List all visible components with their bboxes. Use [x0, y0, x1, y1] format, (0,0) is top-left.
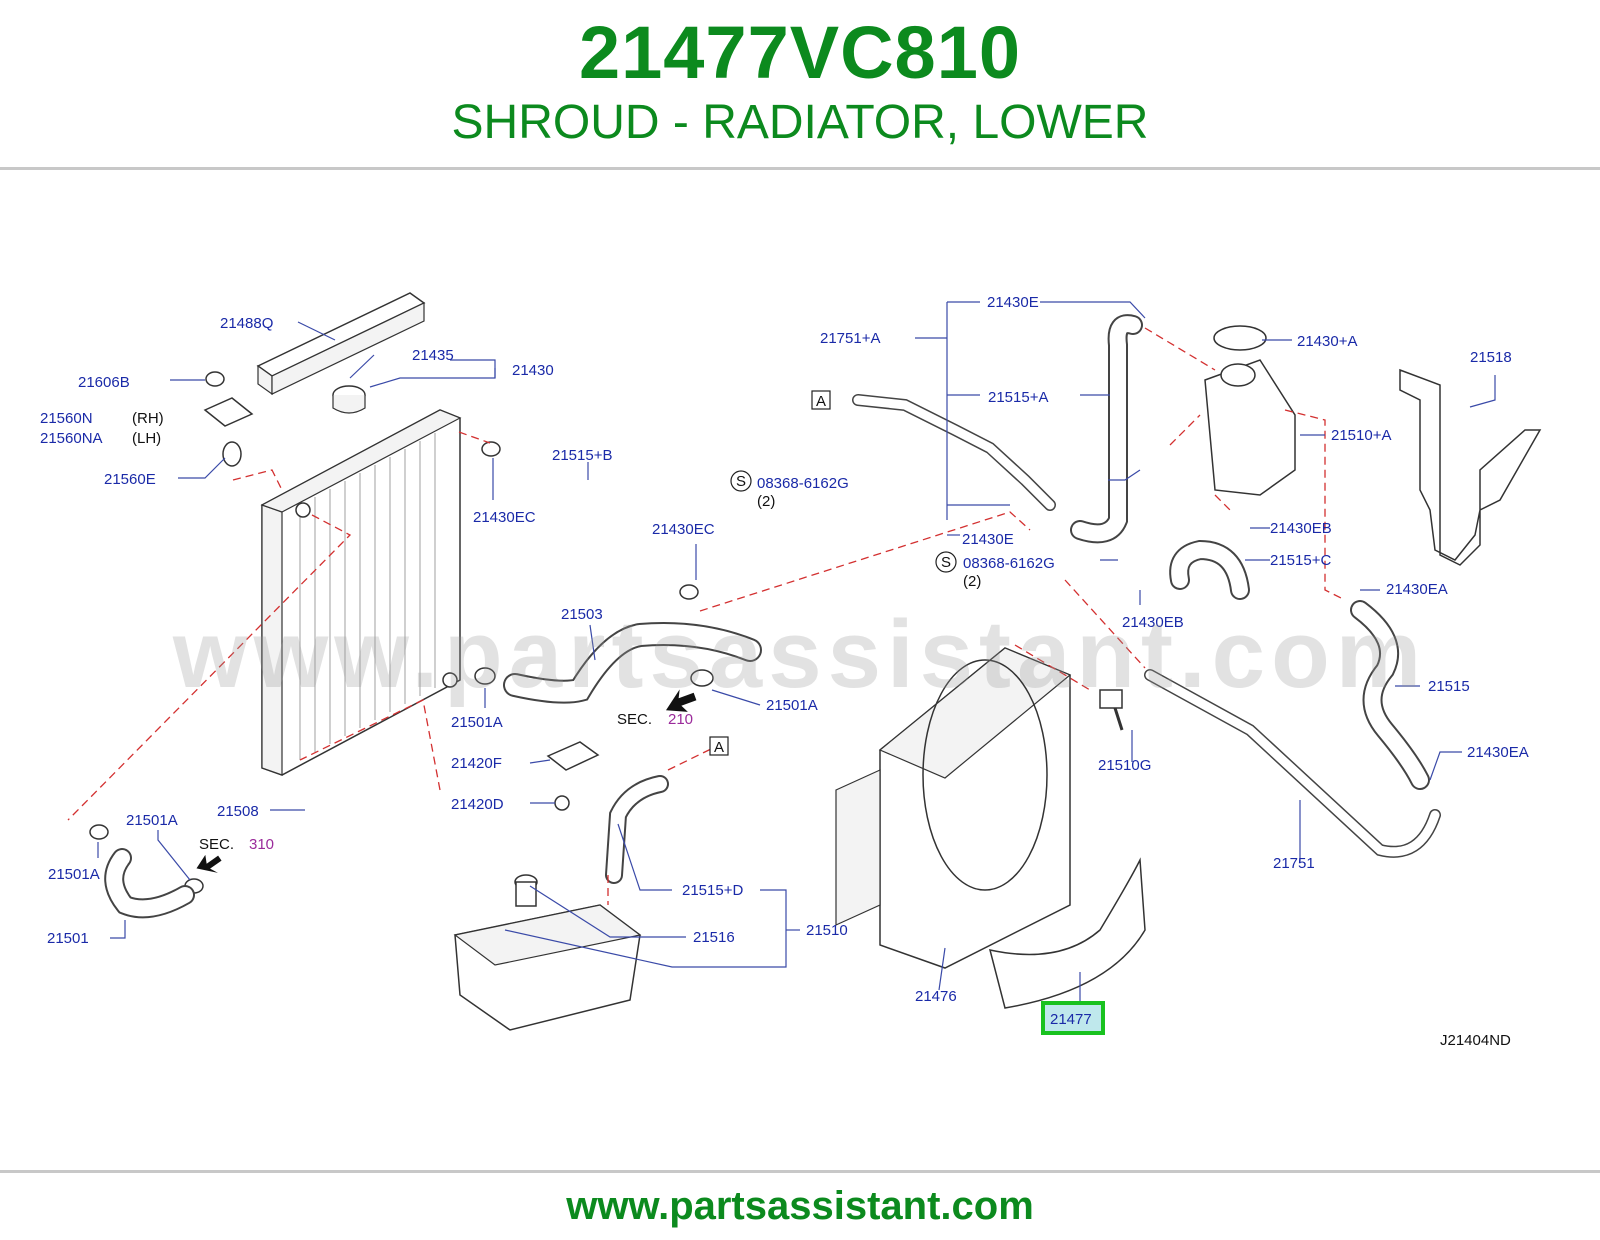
callout-21515a[interactable]: 21515+A [988, 389, 1048, 406]
reference-markers [196, 390, 957, 873]
callout-21606b[interactable]: 21606B [78, 374, 130, 391]
diagram-code: J21404ND [1440, 1032, 1511, 1049]
watermark-text: www.partsassistant.com [172, 601, 1428, 708]
callout-21510[interactable]: 21510 [806, 922, 848, 939]
marker-a-lower: A [714, 739, 724, 756]
callout-21503[interactable]: 21503 [561, 606, 603, 623]
seal-strip-part [256, 292, 426, 396]
callout-21560e[interactable]: 21560E [104, 471, 156, 488]
callout-21510g[interactable]: 21510G [1098, 757, 1151, 774]
callout-21501a-c[interactable]: 21501A [126, 812, 178, 829]
callout-bolt-b[interactable]: 08368-6162G [963, 555, 1055, 572]
callout-21560n[interactable]: 21560N [40, 410, 93, 427]
callout-21476[interactable]: 21476 [915, 988, 957, 1005]
highlighted-part-box[interactable] [1041, 1001, 1105, 1035]
callout-21516[interactable]: 21516 [693, 929, 735, 946]
callout-21501a-d[interactable]: 21501A [48, 866, 100, 883]
callout-21515[interactable]: 21515 [1428, 678, 1470, 695]
callout-21501a-b[interactable]: 21501A [766, 697, 818, 714]
reference-lines [67, 327, 1346, 905]
tank-bracket-part [1399, 368, 1542, 566]
callout-21501a-a[interactable]: 21501A [451, 714, 503, 731]
part-name-subtitle: SHROUD - RADIATOR, LOWER [451, 96, 1149, 149]
bolt-21510g-part [1099, 689, 1124, 731]
callout-sec-b-label: SEC. [199, 836, 234, 853]
footer-divider [0, 1170, 1600, 1173]
lower-shroud-part [988, 857, 1146, 1009]
callout-21430eb-b[interactable]: 21430EB [1122, 614, 1184, 631]
radiator-part [260, 409, 462, 776]
callout-labels: 21488Q 21435 21430 21606B 21560N (RH) 21… [40, 294, 1529, 1049]
reservoir-tank-part [453, 874, 642, 1031]
callout-21477-highlighted[interactable]: 21477 [1050, 1011, 1092, 1028]
fan-shroud-part [835, 647, 1072, 969]
callout-21430[interactable]: 21430 [512, 362, 554, 379]
upper-pipe-part [852, 394, 1056, 511]
hose-bracket-part [546, 741, 600, 811]
callout-sec-210[interactable]: 210 [668, 711, 693, 728]
radiator-cap-part [332, 385, 366, 414]
reserve-tank-part [1204, 325, 1296, 496]
callout-21430ea-b[interactable]: 21430EA [1467, 744, 1529, 761]
header-divider [0, 167, 1600, 170]
callout-21751a[interactable]: 21751+A [820, 330, 880, 347]
callout-21430e-a[interactable]: 21430E [987, 294, 1039, 311]
marker-s-b: S [941, 554, 951, 571]
callout-21420d[interactable]: 21420D [451, 796, 504, 813]
callout-sec-label: SEC. [617, 711, 652, 728]
marker-a-upper: A [816, 393, 826, 410]
callout-sec-310[interactable]: 310 [249, 836, 274, 853]
callout-21751[interactable]: 21751 [1273, 855, 1315, 872]
callout-21430eb-a[interactable]: 21430EB [1270, 520, 1332, 537]
callout-21515b[interactable]: 21515+B [552, 447, 612, 464]
callout-21515c[interactable]: 21515+C [1270, 552, 1331, 569]
callout-lh-note: (LH) [132, 430, 161, 447]
callout-21515d[interactable]: 21515+D [682, 882, 743, 899]
callout-21430ea-a[interactable]: 21430EA [1386, 581, 1448, 598]
header: 21477VC810 SHROUD - RADIATOR, LOWER [0, 0, 1600, 168]
callout-bolt-a[interactable]: 08368-6162G [757, 475, 849, 492]
footer-url-link[interactable]: www.partsassistant.com [566, 1184, 1034, 1228]
callout-qty-b: (2) [963, 573, 981, 590]
callout-21435[interactable]: 21435 [412, 347, 454, 364]
mount-bracket-part [203, 371, 254, 467]
callout-21560na[interactable]: 21560NA [40, 430, 103, 447]
callout-21488q[interactable]: 21488Q [220, 315, 273, 332]
part-number-title: 21477VC810 [578, 11, 1022, 94]
leader-lines [97, 301, 1496, 1010]
callout-qty-a: (2) [757, 493, 775, 510]
callout-21518[interactable]: 21518 [1470, 349, 1512, 366]
callout-21508[interactable]: 21508 [217, 803, 259, 820]
callout-21430e-b[interactable]: 21430E [962, 531, 1014, 548]
callout-21420f[interactable]: 21420F [451, 755, 502, 772]
marker-s-a: S [736, 473, 746, 490]
callout-21430ec-a[interactable]: 21430EC [473, 509, 536, 526]
callout-21510a[interactable]: 21510+A [1331, 427, 1391, 444]
callout-21501[interactable]: 21501 [47, 930, 89, 947]
callout-rh-note: (RH) [132, 410, 164, 427]
callout-21430a[interactable]: 21430+A [1297, 333, 1357, 350]
callout-21430ec-b[interactable]: 21430EC [652, 521, 715, 538]
